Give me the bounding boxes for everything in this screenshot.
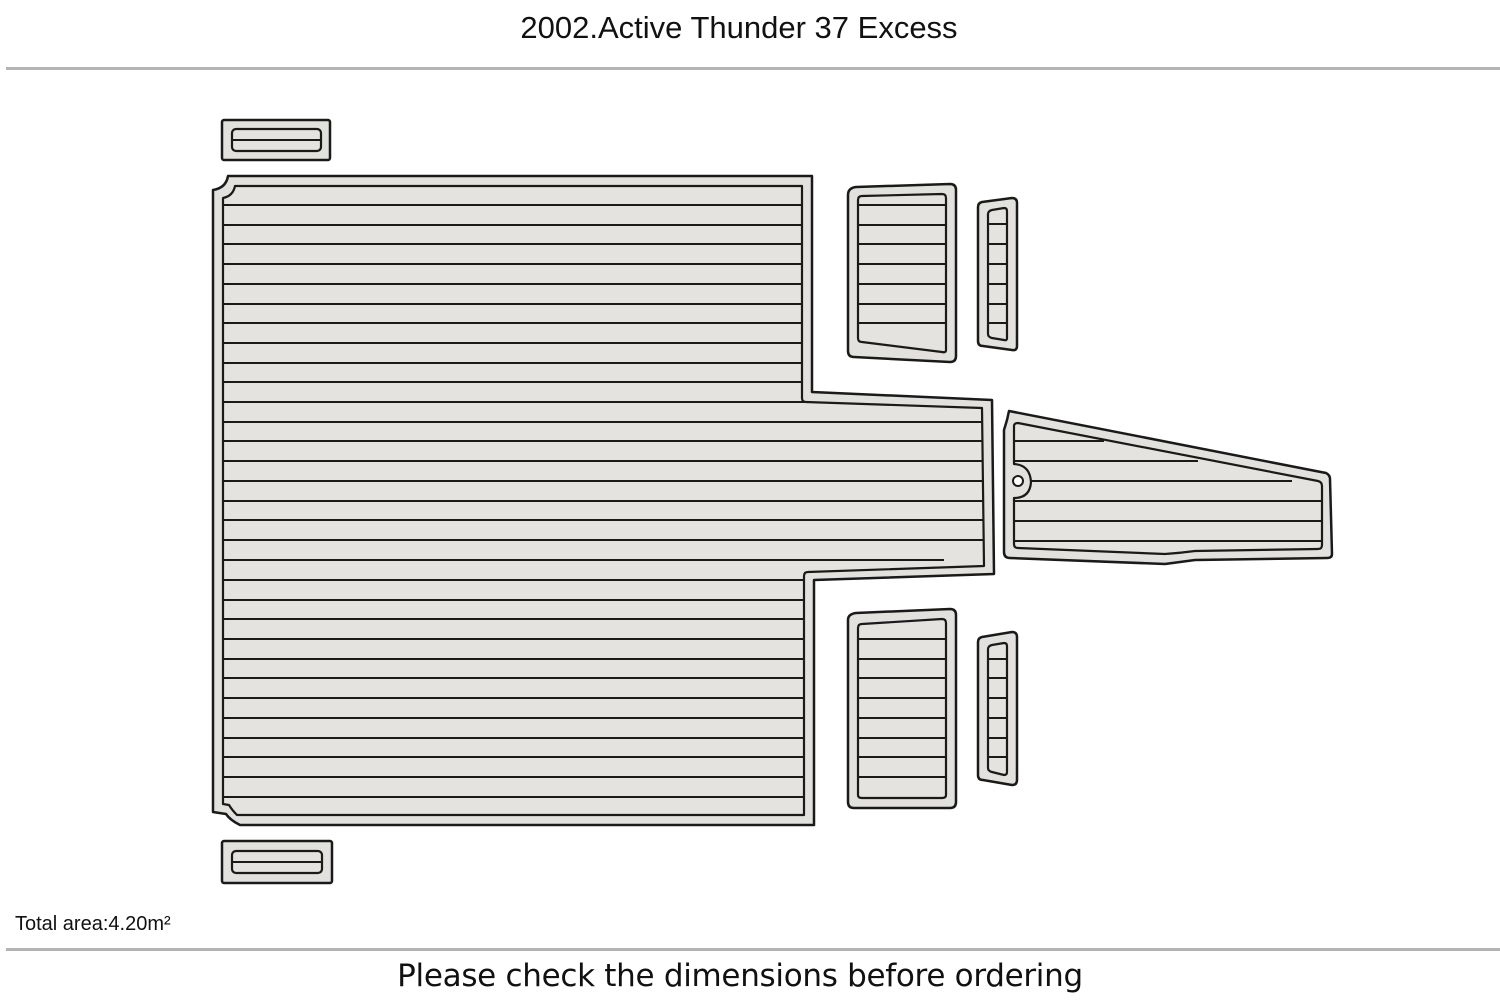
lower-left-side-pad bbox=[846, 607, 958, 810]
total-area-label: Total area:4.20m² bbox=[15, 913, 171, 935]
upper-right-narrow-pad bbox=[976, 196, 1019, 352]
dimension-notice: Please check the dimensions before order… bbox=[397, 958, 1083, 994]
upper-left-side-pad bbox=[846, 182, 958, 364]
top-left-step-pad bbox=[220, 118, 332, 162]
bow-tapered-pad bbox=[1002, 409, 1334, 566]
main-cockpit-floor-pad bbox=[211, 174, 996, 827]
lower-right-narrow-pad bbox=[976, 630, 1019, 787]
bottom-left-step-pad bbox=[220, 839, 334, 885]
page-title: 2002.Active Thunder 37 Excess bbox=[520, 10, 958, 45]
main-pad-grooves bbox=[223, 204, 983, 798]
bow-pad-hole-icon bbox=[1012, 475, 1024, 487]
footer-divider bbox=[6, 948, 1500, 951]
header-divider bbox=[6, 67, 1500, 70]
